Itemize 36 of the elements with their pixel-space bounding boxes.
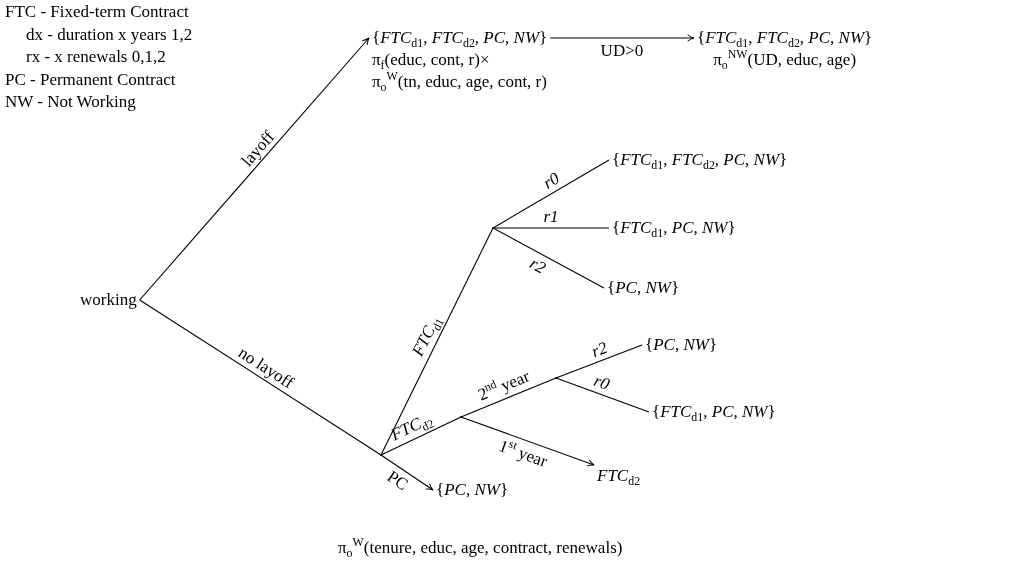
edge-label: 1$^{st}$ year (496, 438, 549, 471)
outcome-set: {PC, NW} (645, 334, 718, 356)
key-entry: dx - duration x years 1,2 (26, 26, 193, 44)
branch-line (555, 344, 643, 379)
edge-label: r0 (540, 170, 562, 192)
key-entry: PC - Permanent Contract (5, 71, 176, 89)
key-entry: rx - x renewals 0,1,2 (26, 48, 166, 66)
edge-label: r1 (543, 209, 559, 225)
edge-label: r0 (591, 372, 612, 394)
branch-line (460, 377, 557, 418)
branch-line (139, 299, 382, 456)
probability-formula: π$_{f}$(educ, cont, r)× (372, 49, 491, 71)
outcome-set: {FTC$_{d1}$, PC, NW} (652, 401, 776, 423)
outcome-set: {PC, NW} (607, 277, 680, 299)
state-label: working (80, 289, 137, 311)
branch-line (380, 227, 494, 456)
branch-line (555, 377, 650, 413)
key-entry: FTC - Fixed-term Contract (5, 3, 189, 21)
edge-label: r2 (589, 339, 610, 360)
outcome-set: FTC$_{d2}$ (597, 465, 641, 487)
edge-label: UD>0 (600, 43, 644, 59)
key-entry: NW - Not Working (5, 93, 136, 111)
probability-formula: π$_{o}$$^{NW}$(UD, educ, age) (712, 49, 858, 71)
outcome-set: {FTC$_{d1}$, FTC$_{d2}$, PC, NW} (372, 27, 548, 49)
probability-formula: π$_{o}$$^{W}$(tn, educ, age, cont, r) (372, 71, 548, 93)
branch-line (492, 227, 605, 289)
branch-line (380, 416, 462, 456)
outcome-set: {FTC$_{d1}$, FTC$_{d2}$, PC, NW} (697, 27, 873, 49)
outcome-set: {FTC$_{d1}$, FTC$_{d2}$, PC, NW} (612, 149, 788, 171)
edge-label: r2 (526, 254, 548, 277)
formula-note: π$_{o}$$^{W}$(tenure, educ, age, contract, renewals) (338, 539, 623, 557)
branch-line (492, 227, 610, 229)
outcome-set: {FTC$_{d1}$, PC, NW} (612, 217, 736, 239)
outcome-set: {PC, NW} (436, 479, 509, 501)
branch-line (492, 159, 610, 229)
edge-label: PC (384, 468, 411, 494)
